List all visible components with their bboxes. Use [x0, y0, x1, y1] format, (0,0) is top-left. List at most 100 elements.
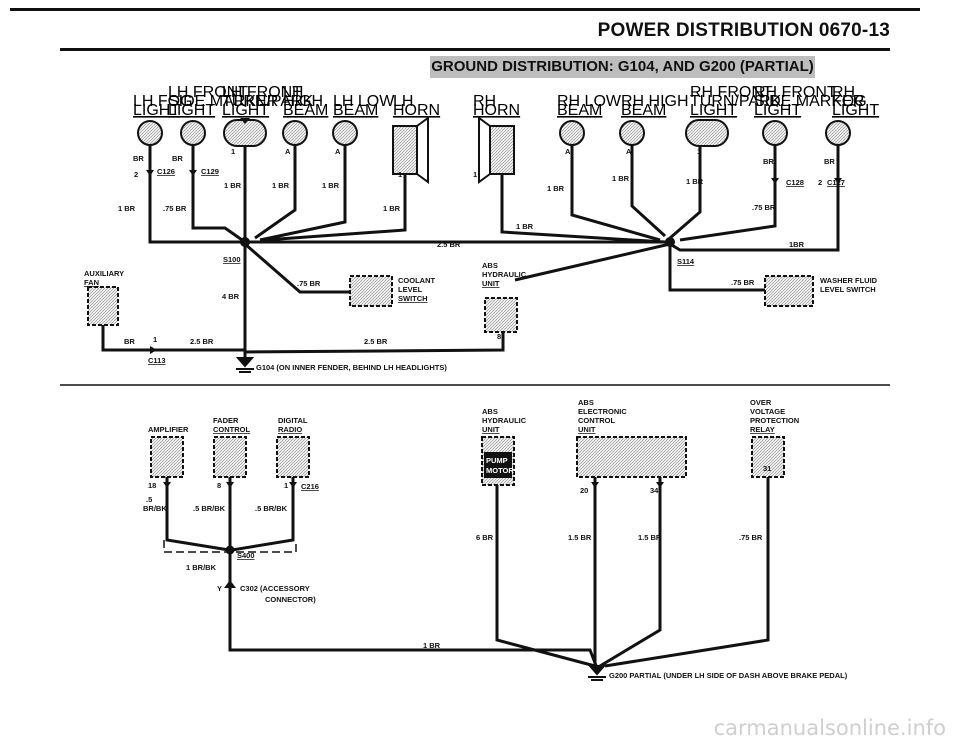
pin-a-lh-high: A [285, 147, 291, 156]
rh-front-side-marker-label-line-2: SIDE MARKER [754, 93, 864, 110]
wire-1br-bottom: 1 BR [423, 641, 441, 650]
wire-075br-relay: .75 BR [739, 533, 763, 542]
pump-motor-label-line-2: MOTOR [486, 466, 514, 475]
rh-low-beam-label-line-2: BEAM [557, 102, 602, 119]
abs-ecu-label-line-2: ELECTRONIC [578, 407, 627, 416]
overvoltage-relay-label-line-1: OVER [750, 398, 772, 407]
lh-front-side-marker-label-line-1: LH FRONT [168, 84, 248, 101]
pin-a-rh-low: A [565, 147, 571, 156]
rh-high-beam-lamp-icon [619, 120, 645, 146]
splice-s400: S400 [237, 551, 255, 560]
abs-ecu-label-line-1: ABS [578, 398, 594, 407]
wire-6br: 6 BR [476, 533, 494, 542]
wire-25br-abs: 2.5 BR [364, 337, 388, 346]
pin-y-c302: Y [217, 584, 222, 593]
rh-front-turn-label-line-2: TURN/PARK [690, 93, 782, 110]
pin-1-radio: 1 [284, 481, 288, 490]
wire-1br-lh-fog: 1 BR [118, 204, 136, 213]
pin-2-c127: 2 [818, 178, 822, 187]
header-rule [10, 8, 920, 11]
connector-c128: C128 [786, 178, 804, 187]
overvoltage-relay-label-line-3: PROTECTION [750, 416, 799, 425]
wire-1br-rh-high: 1 BR [612, 174, 630, 183]
c113-connector-icon [150, 346, 157, 354]
lh-high-beam-lamp-icon [282, 120, 308, 146]
lh-front-turn-label-line-2: TURN/PARK [222, 93, 314, 110]
wire-15br-2: 1.5 BR [638, 533, 662, 542]
fader-control-label-line-2: CONTROL [213, 425, 250, 434]
abs-hydraulic-unit-label-line-2: HYDRAULIC [482, 416, 527, 425]
abs-hydraulic-unit-top-label-line-3: UNIT [482, 279, 500, 288]
rh-fog-label-line-2: FOG [832, 93, 867, 110]
abs-hydraulic-unit-top-box [484, 297, 518, 333]
wire-1br-rh-fog: 1BR [789, 240, 805, 249]
abs-hydraulic-unit-top-label-line-2: HYDRAULIC [482, 270, 527, 279]
wire-brbk: BR/BK [143, 504, 167, 513]
lh-low-beam-lamp-icon [332, 120, 358, 146]
rh-fog-label-line-1: RH [832, 84, 855, 101]
wire-br-rh-side: BR [763, 157, 774, 166]
g200-ground-icon [587, 665, 607, 681]
wire-1br-lh-low: 1 BR [322, 181, 340, 190]
header-rule-2 [60, 48, 890, 51]
pin-a-lh-low: A [335, 147, 341, 156]
rh-fog-lamp-icon [825, 120, 851, 146]
ground-g200-label: G200 PARTIAL (UNDER LH SIDE OF DASH ABOV… [609, 671, 848, 680]
splice-points [240, 237, 675, 247]
lh-front-turn-label-line-1: LH FRONT [222, 84, 302, 101]
pin-31-relay: 31 [763, 464, 771, 473]
lh-high-beam-label-line-2: HIGH [283, 93, 323, 110]
abs-ecu-label-line-3: CONTROL [578, 416, 615, 425]
pin-34-abs-ecu: 34 [650, 486, 659, 495]
lh-front-turn-label-line-3: LIGHT [222, 102, 269, 119]
lh-horn-label-line-1: LH [393, 93, 413, 110]
wire-25br-top: 2.5 BR [437, 240, 461, 249]
pin-8-fader: 8 [217, 481, 221, 490]
wire-br-lh-fog: BR [133, 154, 144, 163]
lh-side-marker-lamp-icon [180, 120, 206, 146]
rh-side-marker-lamp-icon [762, 120, 788, 146]
rh-front-turn-label-line-1: RH FRONT [690, 84, 773, 101]
pin-20-abs-ecu: 20 [580, 486, 588, 495]
abs-ecu-box [576, 436, 687, 478]
c216-connector-icon [289, 482, 297, 488]
amplifier-box [150, 436, 184, 478]
wire-075br-lh-side: .75 BR [163, 204, 187, 213]
rh-low-beam-lamp-icon [559, 120, 585, 146]
wire-075br-rh-side: .75 BR [752, 203, 776, 212]
bottom-splice [163, 482, 664, 588]
rh-front-turn-label-line-3: LIGHT [690, 102, 737, 119]
watermark: carmanualsonline.info [713, 716, 946, 740]
washer-fluid-switch-label-line-2: LEVEL SWITCH [820, 285, 876, 294]
rh-front-side-marker-label-line-1: RH FRONT [754, 84, 837, 101]
wire-br-rh-fog: BR [824, 157, 835, 166]
rh-fog-label-line-3: LIGHT [832, 102, 879, 119]
wire-1br-lh-turn: 1 BR [224, 181, 242, 190]
pin-8-abs-hyd: 8 [497, 332, 501, 341]
aux-fan-label-line-2: FAN [84, 278, 99, 287]
overvoltage-relay-label-line-2: VOLTAGE [750, 407, 785, 416]
lh-high-beam-label-line-3: BEAM [283, 102, 328, 119]
lh-fog-label-line-1: LH FOG [133, 93, 193, 110]
connector-c113: C113 [148, 356, 166, 365]
wire-p5brbk-fader: .5 BR/BK [193, 504, 226, 513]
top-wire-labels: BR BR 2 C126 C129 1 BR .75 BR 1 BR 1 BR … [118, 147, 845, 372]
abs-hydraulic-unit-top-label-line-1: ABS [482, 261, 498, 270]
wire-1br-lh-high: 1 BR [272, 181, 290, 190]
rh-horn-label-line-2: HORN [473, 102, 520, 119]
connector-c127: C127 [827, 178, 845, 187]
digital-radio-box [276, 436, 310, 478]
rh-low-beam-label-line-1: RH LOW [557, 93, 622, 110]
pin-1-lh-horn: 1 [398, 170, 402, 179]
overvoltage-relay-label-line-4: RELAY [750, 425, 775, 434]
c302-connector-icon [224, 580, 236, 588]
g104-ground-icon [235, 357, 255, 373]
wire-br-lh-side: BR [172, 154, 183, 163]
connector-c216: C216 [301, 482, 319, 491]
pin-18-amp: 18 [148, 481, 156, 490]
splice-s100: S100 [223, 255, 241, 264]
rh-turn-lamp-icon [685, 119, 729, 147]
splice-s114: S114 [677, 257, 695, 266]
